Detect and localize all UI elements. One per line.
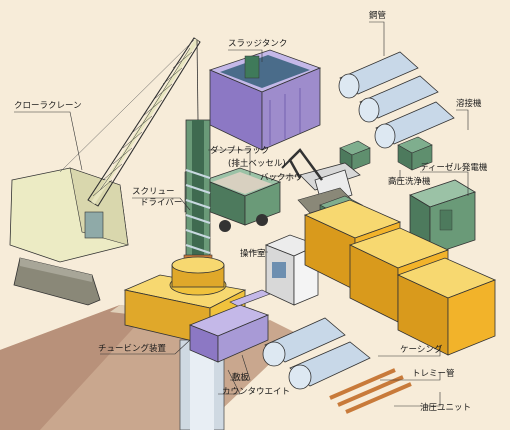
ground-section-shade [0, 305, 150, 430]
counterweights [188, 289, 271, 363]
crawler-crane [9, 37, 201, 306]
screw-driver [183, 119, 213, 270]
label-counterweight: カウンタウエイト [222, 387, 290, 397]
label-tubing-device: チュービング装置 [98, 343, 167, 354]
tremie-pipes [329, 368, 412, 414]
label-tremie-pipe: トレミー管 [412, 368, 455, 379]
label-sludge-tank: スラッジタンク [228, 39, 287, 49]
label-screw-driver: スクリュー ドライバー [132, 187, 182, 208]
diesel-generator [409, 179, 476, 256]
crane-track [13, 257, 101, 306]
label-crawler-crane: クローラクレーン [14, 101, 82, 111]
label-control-room: 操作室 [240, 248, 266, 259]
label-diesel-generator: ディーゼル発電機 [420, 162, 488, 173]
label-welder: 溶接機 [456, 98, 482, 109]
steel-pipes [338, 51, 455, 149]
label-backhoe: バックホウ [260, 173, 303, 183]
label-soil-vessel: (排土ベッセル) [228, 158, 286, 169]
backhoe [281, 148, 361, 214]
label-screw-driver-line2: ドライバー [140, 198, 182, 208]
label-steel-pipe: 鋼管 [369, 10, 386, 21]
label-base-plate: 敷板 [232, 372, 250, 383]
label-hydraulic-unit: 油圧ユニット [420, 402, 471, 413]
label-screw-driver-line1: スクリュー [132, 187, 175, 197]
label-high-pressure-washer: 高圧洗浄機 [388, 176, 431, 187]
leader-lines [14, 21, 469, 407]
sludge-tank [208, 49, 322, 151]
casing-pipes [262, 317, 371, 390]
label-dump-truck: ダンプトラック [210, 145, 269, 156]
welders [339, 136, 433, 171]
label-casing: ケーシング [400, 344, 443, 355]
hydraulic-units [303, 199, 497, 356]
